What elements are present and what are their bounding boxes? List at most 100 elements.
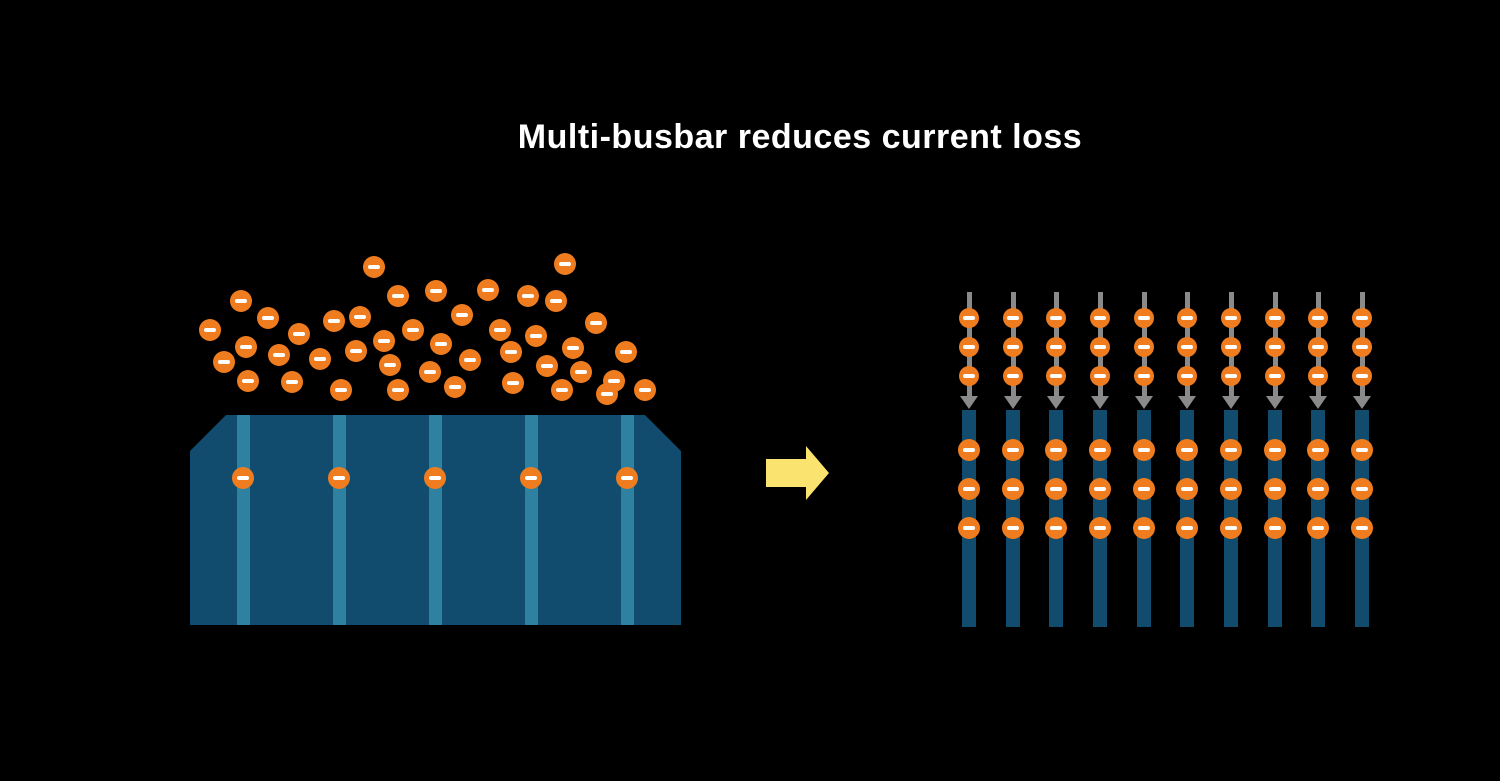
electron-icon [1221, 366, 1241, 386]
electron-icon [213, 351, 235, 373]
electron-icon [349, 306, 371, 328]
electron-icon [1220, 439, 1242, 461]
electron-icon [500, 341, 522, 363]
electron-icon [570, 361, 592, 383]
solar-cell [190, 415, 681, 625]
current-flow-arrowhead-icon [1309, 396, 1327, 409]
electron-icon [1307, 439, 1329, 461]
electron-icon [1046, 366, 1066, 386]
electron-icon [1003, 366, 1023, 386]
electron-icon [419, 361, 441, 383]
electron-icon [1308, 366, 1328, 386]
electron-icon [444, 376, 466, 398]
electron-icon [1133, 517, 1155, 539]
electron-icon [1177, 366, 1197, 386]
electron-icon [1352, 366, 1372, 386]
electron-icon [1352, 308, 1372, 328]
electron-icon [1351, 517, 1373, 539]
current-flow-arrowhead-icon [1222, 396, 1240, 409]
electron-icon [1002, 517, 1024, 539]
electron-icon [1177, 308, 1197, 328]
electron-icon [1134, 308, 1154, 328]
electron-icon [1090, 308, 1110, 328]
electron-icon [281, 371, 303, 393]
electron-icon [1134, 337, 1154, 357]
electron-icon [1089, 439, 1111, 461]
current-flow-arrowhead-icon [1004, 396, 1022, 409]
electron-icon [459, 349, 481, 371]
electron-icon [958, 478, 980, 500]
electron-icon [1308, 308, 1328, 328]
electron-icon [1177, 337, 1197, 357]
electron-icon [373, 330, 395, 352]
electron-icon [634, 379, 656, 401]
electron-icon [1221, 337, 1241, 357]
electron-icon [235, 336, 257, 358]
electron-icon [1351, 439, 1373, 461]
electron-icon [379, 354, 401, 376]
electron-icon [562, 337, 584, 359]
electron-icon [345, 340, 367, 362]
current-flow-arrowhead-icon [1178, 396, 1196, 409]
electron-icon [451, 304, 473, 326]
electron-icon [959, 366, 979, 386]
current-flow-arrowhead-icon [1091, 396, 1109, 409]
electron-icon [1002, 478, 1024, 500]
electron-icon [545, 290, 567, 312]
electron-icon [1090, 337, 1110, 357]
electron-icon [958, 439, 980, 461]
electron-icon [1265, 366, 1285, 386]
electron-icon [551, 379, 573, 401]
electron-icon [268, 344, 290, 366]
electron-icon [1176, 478, 1198, 500]
electron-icon [554, 253, 576, 275]
electron-icon [1307, 478, 1329, 500]
electron-icon [520, 467, 542, 489]
electron-icon [402, 319, 424, 341]
current-flow-arrowhead-icon [1135, 396, 1153, 409]
electron-icon [387, 379, 409, 401]
electron-icon [1176, 517, 1198, 539]
electron-icon [1045, 517, 1067, 539]
electron-icon [958, 517, 980, 539]
electron-icon [1307, 517, 1329, 539]
electron-icon [1003, 308, 1023, 328]
electron-icon [1265, 337, 1285, 357]
electron-icon [328, 467, 350, 489]
electron-icon [615, 341, 637, 363]
electron-icon [424, 467, 446, 489]
electron-icon [425, 280, 447, 302]
electron-icon [1176, 439, 1198, 461]
electron-icon [1265, 308, 1285, 328]
electron-icon [1264, 439, 1286, 461]
electron-icon [517, 285, 539, 307]
electron-icon [1264, 517, 1286, 539]
electron-icon [1089, 478, 1111, 500]
electron-icon [1221, 308, 1241, 328]
current-flow-arrowhead-icon [1266, 396, 1284, 409]
electron-icon [1046, 308, 1066, 328]
electron-icon [1134, 366, 1154, 386]
electron-icon [477, 279, 499, 301]
transition-arrow-head [806, 446, 829, 500]
electron-icon [1220, 517, 1242, 539]
electron-icon [330, 379, 352, 401]
current-flow-arrowhead-icon [1047, 396, 1065, 409]
transition-arrow-shaft [766, 459, 808, 487]
current-flow-arrowhead-icon [1353, 396, 1371, 409]
current-flow-arrowhead-icon [960, 396, 978, 409]
electron-icon [430, 333, 452, 355]
electron-icon [1090, 366, 1110, 386]
electron-icon [1264, 478, 1286, 500]
electron-icon [502, 372, 524, 394]
electron-icon [230, 290, 252, 312]
electron-icon [1133, 439, 1155, 461]
electron-icon [1045, 478, 1067, 500]
electron-icon [489, 319, 511, 341]
electron-icon [232, 467, 254, 489]
electron-icon [1002, 439, 1024, 461]
electron-icon [1352, 337, 1372, 357]
electron-icon [237, 370, 259, 392]
